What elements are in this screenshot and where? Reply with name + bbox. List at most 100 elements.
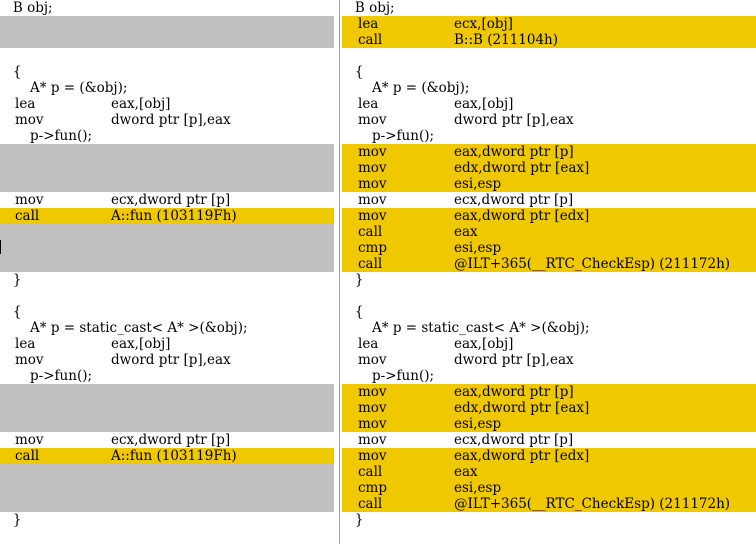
asm-mnemonic: call [358,496,383,512]
right-source-line: { [342,304,756,320]
asm-operands: ecx,dword ptr [p] [454,192,574,208]
right-source-line: } [342,512,756,528]
right-source-line: A* p = (&obj); [342,80,756,96]
asm-mnemonic: mov [358,144,387,160]
asm-mnemonic: lea [358,96,379,112]
asm-operands: eax,dword ptr [p] [454,384,574,400]
left-gap-row [0,416,334,432]
asm-operands: esi,esp [454,480,502,496]
asm-mnemonic: mov [358,400,387,416]
right-asm-line: mov ecx,dword ptr [p] [342,192,756,208]
source-text: p->fun(); [342,128,435,144]
source-text: A* p = (&obj); [342,80,470,96]
right-source-line: B obj; [342,0,756,16]
source-text: A* p = (&obj); [0,80,128,96]
asm-operands: @ILT+365(__RTC_CheckEsp) (211172h) [454,256,731,272]
source-text: B obj; [0,0,53,16]
asm-mnemonic: mov [15,352,44,368]
asm-operands: eax,[obj] [111,336,171,352]
right-changed-asm-line: call @ILT+365(__RTC_CheckEsp) (211172h) [342,496,756,512]
source-text: p->fun(); [342,368,435,384]
left-source-line: { [0,304,334,320]
source-text: } [342,272,364,288]
asm-mnemonic: mov [358,432,387,448]
source-text: p->fun(); [0,368,93,384]
left-gap-row [0,256,334,272]
right-asm-line: lea eax,[obj] [342,336,756,352]
asm-mnemonic: mov [358,352,387,368]
asm-mnemonic: call [358,256,383,272]
left-source-line: { [0,64,334,80]
source-text: } [342,512,364,528]
asm-mnemonic: mov [358,192,387,208]
asm-mnemonic: mov [358,208,387,224]
right-source-line: A* p = static_cast< A* >(&obj); [342,320,756,336]
left-gap-row [0,32,334,48]
asm-operands: @ILT+365(__RTC_CheckEsp) (211172h) [454,496,731,512]
right-changed-asm-line: cmp esi,esp [342,480,756,496]
asm-operands: eax,[obj] [454,336,514,352]
asm-mnemonic: mov [15,432,44,448]
right-asm-line: mov dword ptr [p],eax [342,352,756,368]
asm-mnemonic: mov [358,416,387,432]
pane-splitter[interactable] [334,0,342,544]
right-source-line: } [342,272,756,288]
left-source-line: p->fun(); [0,128,334,144]
left-source-line: } [0,512,334,528]
asm-mnemonic: mov [358,448,387,464]
source-text: A* p = static_cast< A* >(&obj); [0,320,248,336]
source-text: B obj; [342,0,395,16]
right-changed-asm-line: call @ILT+365(__RTC_CheckEsp) (211172h) [342,256,756,272]
right-source-line: p->fun(); [342,368,756,384]
right-changed-asm-line: lea ecx,[obj] [342,16,756,32]
asm-operands: esi,esp [454,176,502,192]
left-gap-row [0,496,334,512]
asm-mnemonic: lea [358,16,379,32]
asm-mnemonic: lea [15,336,36,352]
source-text: { [0,304,22,320]
left-blank-row [0,528,334,544]
asm-mnemonic: call [15,208,40,224]
asm-mnemonic: lea [15,96,36,112]
asm-operands: eax [454,224,478,240]
text-caret [0,240,1,254]
source-text: A* p = static_cast< A* >(&obj); [342,320,590,336]
left-source-line: A* p = (&obj); [0,80,334,96]
source-text: { [342,64,364,80]
asm-operands: eax,dword ptr [edx] [454,208,590,224]
asm-mnemonic: lea [358,336,379,352]
left-gap-row [0,240,334,256]
asm-operands: dword ptr [p],eax [454,352,574,368]
asm-mnemonic: mov [358,160,387,176]
left-source-line: p->fun(); [0,368,334,384]
source-text: } [0,512,22,528]
asm-mnemonic: cmp [358,480,388,496]
asm-mnemonic: call [15,448,40,464]
left-source-line: } [0,272,334,288]
asm-operands: B::B (211104h) [454,32,558,48]
asm-operands: dword ptr [p],eax [111,352,231,368]
left-asm-line: mov dword ptr [p],eax [0,352,334,368]
asm-operands: ecx,[obj] [454,16,513,32]
left-gap-row [0,144,334,160]
asm-operands: eax [454,464,478,480]
splitter-line [339,0,340,544]
left-gap-row [0,176,334,192]
left-asm-line: lea eax,[obj] [0,336,334,352]
asm-operands: eax,[obj] [454,96,514,112]
